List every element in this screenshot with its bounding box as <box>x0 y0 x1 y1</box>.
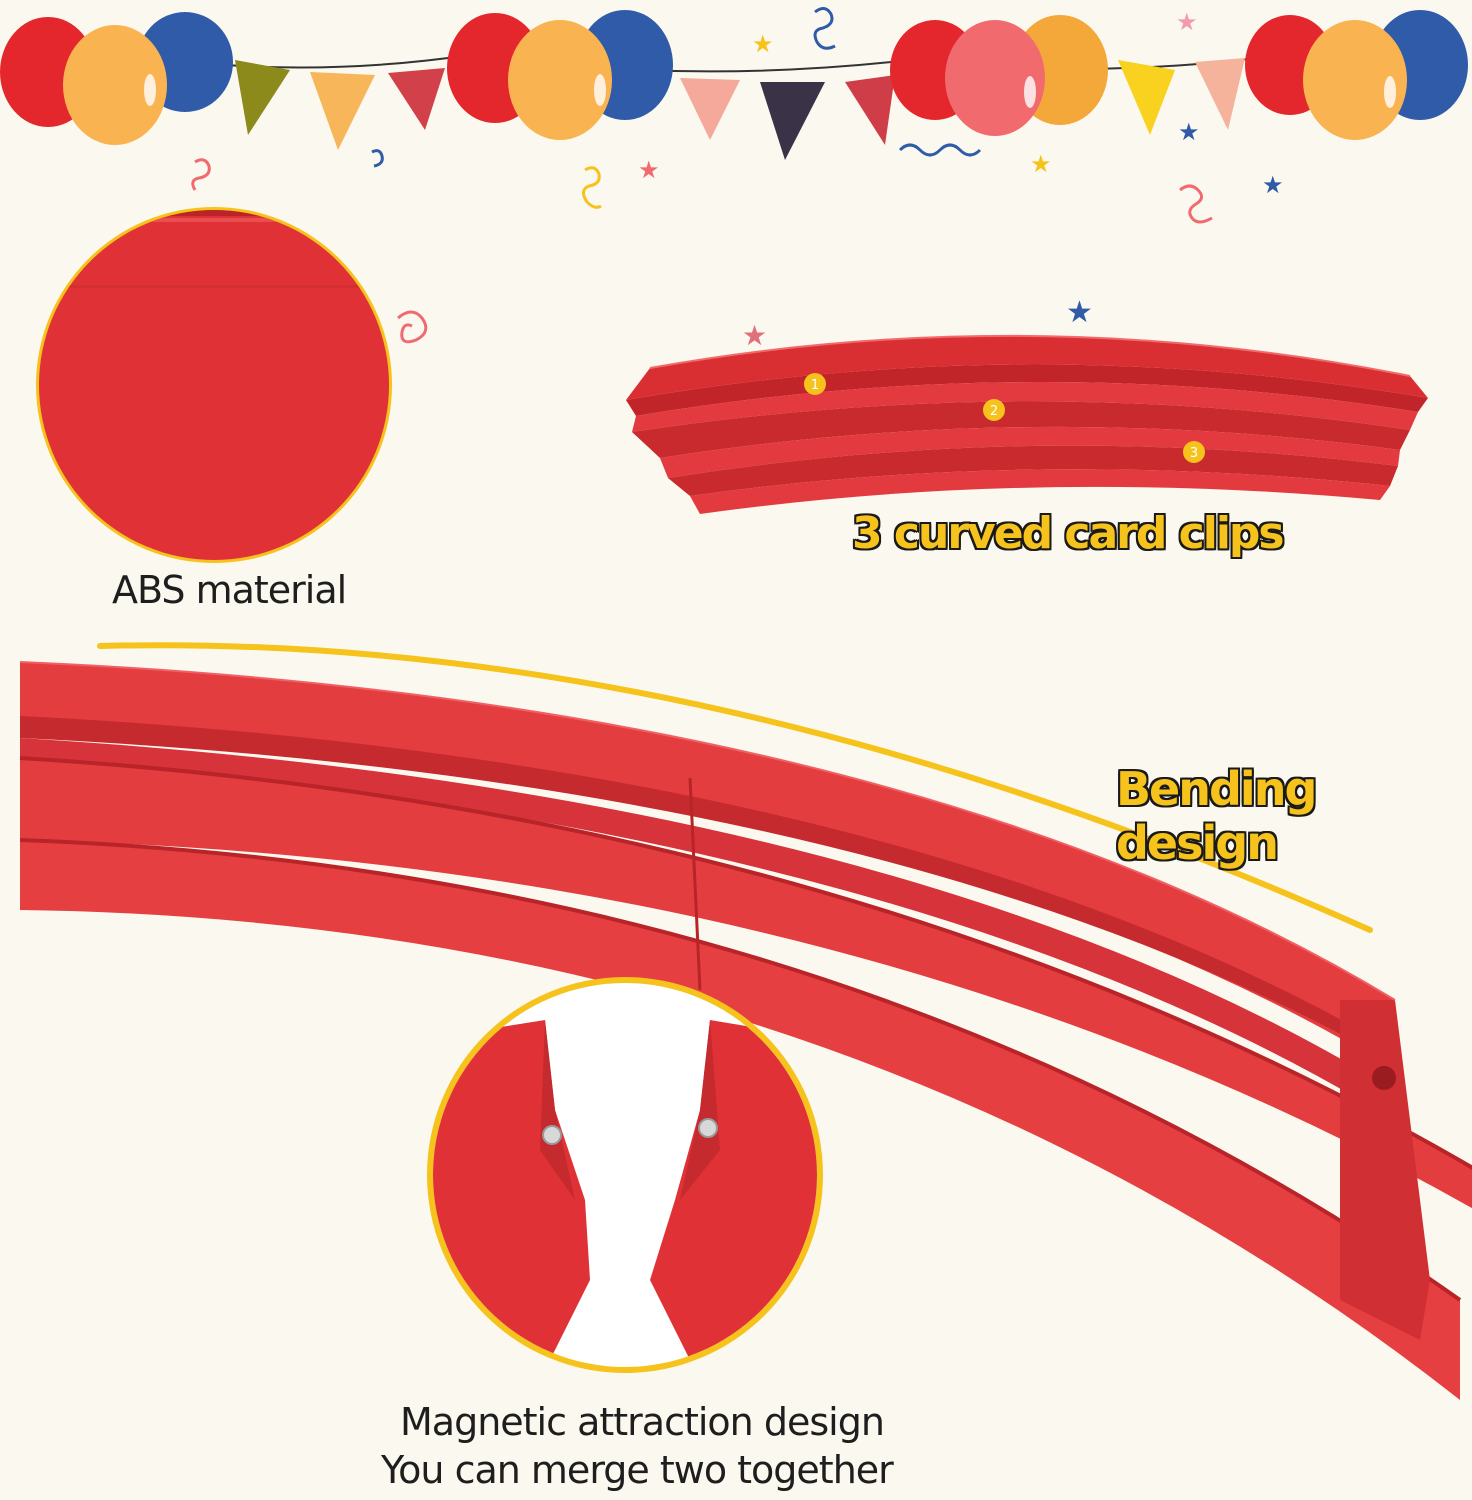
star-confetti-icon: ★ <box>742 319 767 352</box>
svg-text:★: ★ <box>638 156 660 184</box>
magnetic-design-label: Magnetic attraction design <box>400 1400 885 1444</box>
pennant-flag-icon <box>845 75 895 145</box>
pennant-flag-icon <box>680 78 740 140</box>
pennant-flag-icon <box>1118 60 1175 135</box>
svg-text:★: ★ <box>1176 8 1198 36</box>
party-garland: ★ ★ ★ ★ ★ ★ <box>0 7 1468 224</box>
balloon-garland-icon <box>890 15 1108 136</box>
star-confetti-icon: ★ <box>1066 295 1093 330</box>
svg-text:2: 2 <box>990 404 998 419</box>
pennant-flag-icon <box>1195 58 1245 130</box>
slot-marker-3: 3 <box>1183 441 1205 463</box>
svg-text:3: 3 <box>1190 446 1198 461</box>
pennant-flag-icon <box>235 60 290 135</box>
star-confetti-icon: ★ ★ ★ ★ ★ ★ <box>638 8 1284 199</box>
svg-text:1: 1 <box>811 378 819 393</box>
bending-design-headline: Bending design <box>1116 762 1317 870</box>
swirl-confetti-icon <box>191 7 1213 224</box>
balloon-garland-icon <box>0 12 233 145</box>
svg-text:★: ★ <box>1178 118 1200 146</box>
curved-clips-headline: 3 curved card clips <box>852 508 1285 559</box>
merge-two-label: You can merge two together <box>381 1448 894 1492</box>
balloon-garland-icon <box>447 10 673 140</box>
pennant-flag-icon <box>760 82 825 160</box>
bending-accent-arc <box>97 642 1373 933</box>
svg-text:★: ★ <box>752 30 774 58</box>
pennant-flag-icon <box>388 68 445 130</box>
slot-marker-1: 1 <box>804 373 826 395</box>
svg-text:★: ★ <box>1262 171 1284 199</box>
abs-material-label: ABS material <box>112 568 347 612</box>
curved-clip-product: ★ ★ 1 2 3 <box>626 295 1428 514</box>
balloon-garland-icon <box>1245 10 1468 140</box>
svg-text:★: ★ <box>1030 150 1052 178</box>
pennant-flag-icon <box>310 72 375 150</box>
slot-marker-2: 2 <box>983 399 1005 421</box>
